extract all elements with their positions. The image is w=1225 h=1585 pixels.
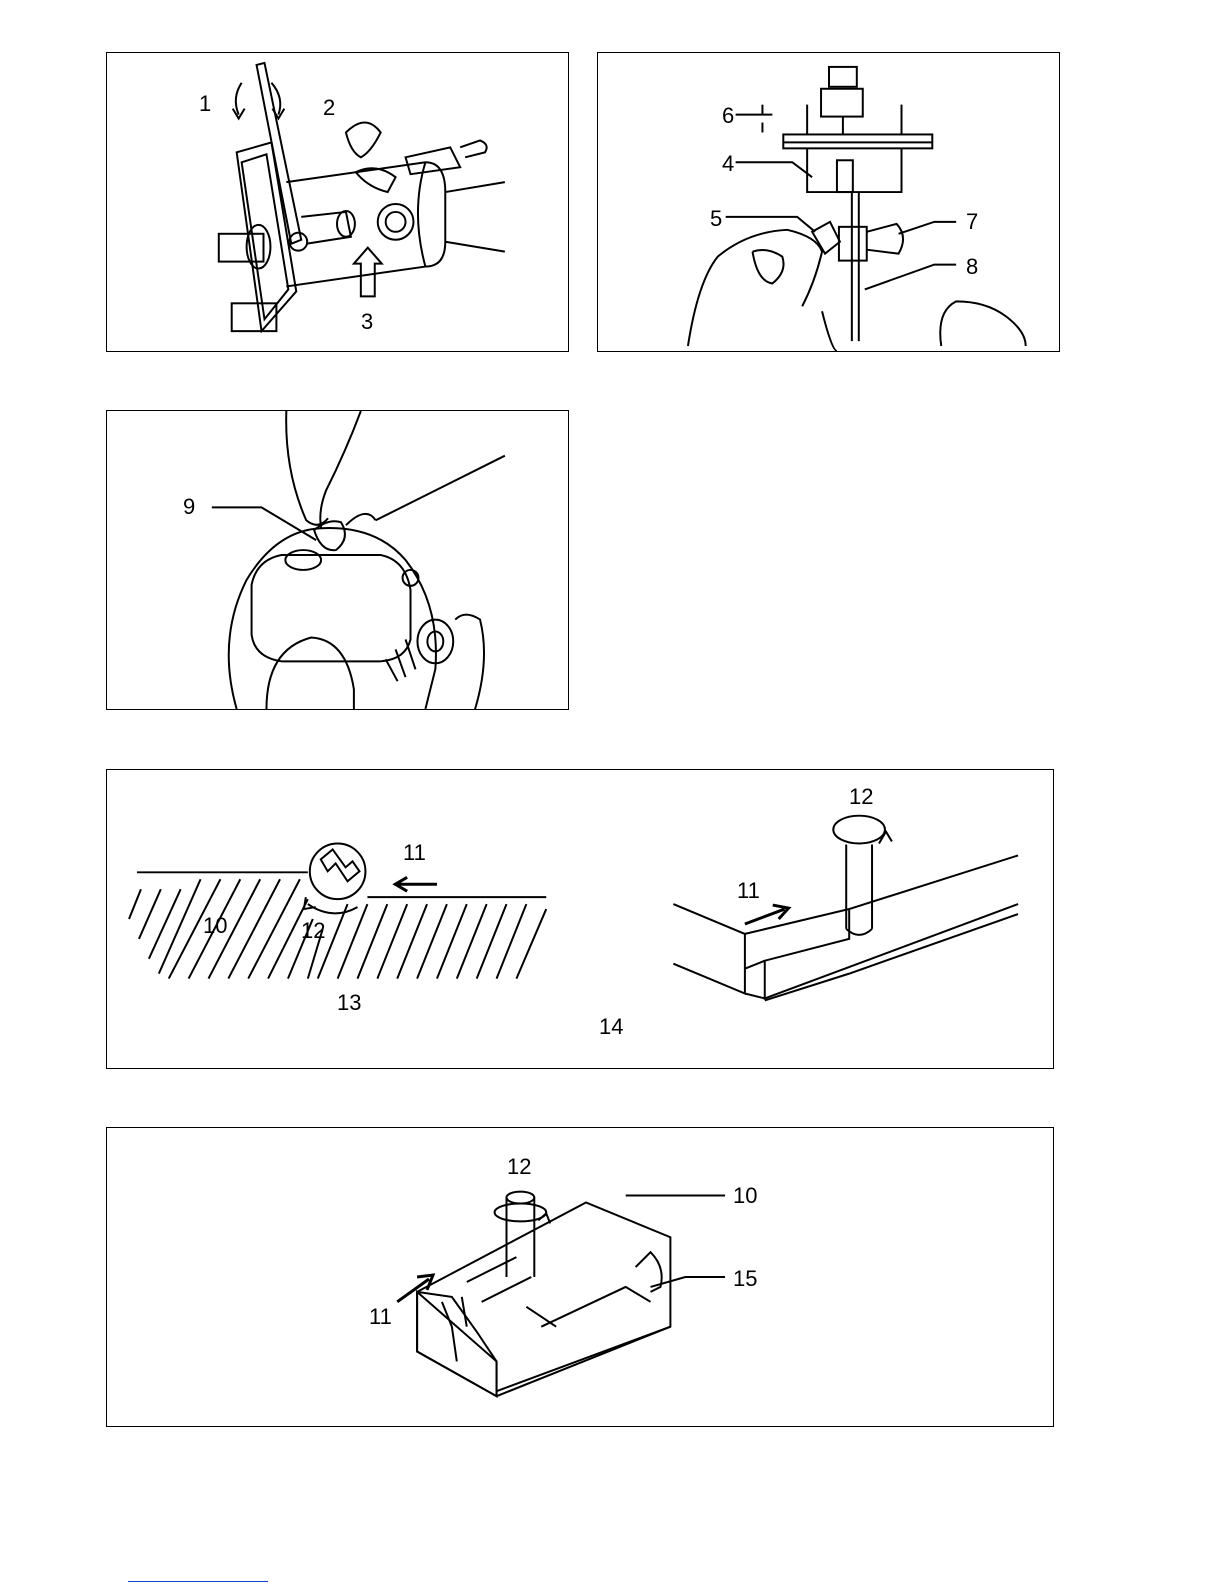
figure-5-drawing [107,1128,1053,1426]
callout-label: 3 [361,311,373,333]
callout-label: 15 [733,1268,757,1290]
callout-label: 11 [737,880,760,902]
callout-label: 6 [722,105,734,127]
figure-2-drawing [598,53,1059,351]
callout-label: 14 [599,1016,623,1038]
figure-1-drawing [107,53,568,351]
callout-label: 5 [710,208,722,230]
figure-2-depth-adjust: 6 4 5 7 8 [597,52,1060,352]
figure-4-drawing [107,770,1053,1068]
callout-label: 4 [722,153,734,175]
callout-label: 12 [301,920,325,942]
figure-1-collet-wrench: 1 2 3 [106,52,569,352]
callout-label: 2 [323,97,335,119]
figure-4-feed-direction: 11 10 12 13 14 12 11 [106,769,1054,1069]
callout-label: 13 [337,992,361,1014]
callout-label: 9 [183,496,195,518]
figure-5-groove-cut: 12 10 15 11 [106,1127,1054,1427]
callout-label: 8 [966,256,978,278]
callout-label: 10 [203,915,227,937]
figure-3-drawing [107,411,568,709]
callout-label: 11 [369,1306,392,1328]
callout-label: 10 [733,1185,757,1207]
figure-3-shaft-lock: 9 [106,410,569,710]
footer-link-rule [128,1581,268,1582]
callout-label: 12 [507,1156,531,1178]
callout-label: 12 [849,786,873,808]
callout-label: 11 [403,842,426,864]
callout-label: 1 [199,93,211,115]
callout-label: 7 [966,211,978,233]
